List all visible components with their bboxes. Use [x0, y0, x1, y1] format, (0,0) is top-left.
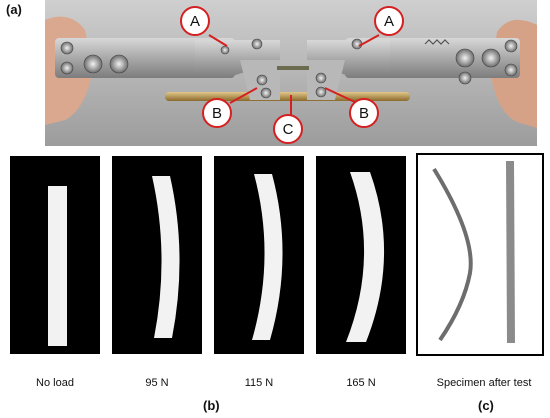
specimen-bent-165n — [346, 172, 385, 342]
specimen-photo-115n — [214, 156, 304, 354]
specimen-photo-165n — [316, 156, 406, 354]
specimen-bent-115n — [252, 174, 283, 340]
specimen-straight — [48, 186, 67, 346]
caption-specimen-after-test: Specimen after test — [436, 377, 532, 389]
callout-b-right: B — [349, 98, 379, 128]
caption-no-load: No load — [36, 377, 74, 389]
specimen-photo-95n — [112, 156, 202, 354]
callout-b-left: B — [202, 98, 232, 128]
specimen-bent-95n — [152, 176, 180, 338]
caption-95n: 95 N — [145, 377, 169, 389]
callout-c: C — [273, 114, 303, 144]
fixture-photo: A A B B C — [45, 0, 537, 146]
specimen-after-test-illustration — [432, 161, 515, 343]
panel-a-label: (a) — [6, 2, 22, 17]
specimen-after-test-frame — [416, 153, 544, 356]
callout-a-left: A — [180, 6, 210, 36]
panel-c-label: (c) — [478, 398, 494, 413]
caption-115n: 115 N — [244, 377, 274, 389]
fixture-illustration — [45, 0, 537, 146]
specimen-photo-no-load — [10, 156, 100, 354]
panel-b-label: (b) — [203, 398, 220, 413]
caption-165n: 165 N — [346, 377, 376, 389]
callout-a-right: A — [374, 6, 404, 36]
